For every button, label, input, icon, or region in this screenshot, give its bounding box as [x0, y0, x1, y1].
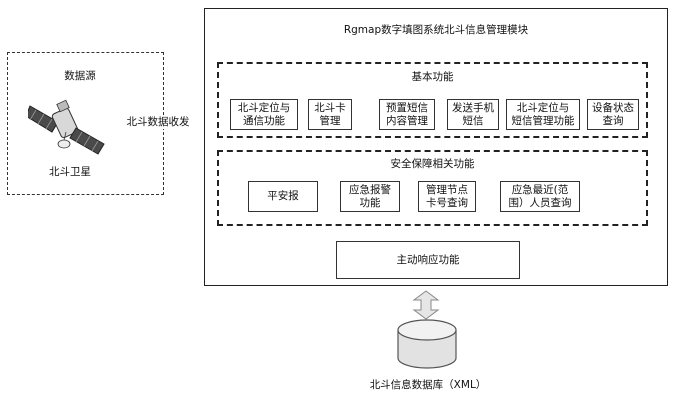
module-title: Rgmap数字填图系统北斗信息管理模块	[343, 24, 529, 36]
basic-function-box: 发送手机 短信	[447, 99, 499, 130]
security-functions-group	[217, 150, 648, 226]
double-arrow-icon	[412, 290, 440, 320]
security-function-box: 平安报	[248, 181, 318, 212]
basic-function-box: 北斗定位与 短信管理功能	[506, 99, 580, 130]
database-label: 北斗信息数据库（XML）	[369, 379, 487, 391]
basic-functions-group	[217, 62, 648, 138]
database-icon	[397, 319, 457, 369]
security-function-box: 应急最近(范 围）人员查询	[500, 181, 580, 212]
security-function-box: 应急报警 功能	[340, 181, 400, 212]
data-source-title: 数据源	[64, 70, 96, 82]
basic-function-box: 北斗卡 管理	[308, 99, 352, 130]
basic-function-box: 设备状态 查询	[587, 99, 639, 130]
beidou-link-label: 北斗数据收发	[120, 116, 196, 129]
satellite-label: 北斗卫星	[49, 166, 91, 178]
module-panel	[204, 8, 668, 286]
basic-functions-title: 基本功能	[411, 71, 454, 83]
security-functions-title: 安全保障相关功能	[390, 158, 475, 170]
satellite-icon	[28, 99, 105, 155]
basic-function-box: 北斗定位与 通信功能	[230, 99, 298, 130]
security-function-box: 管理节点 卡号查询	[418, 181, 476, 212]
active-response-box: 主动响应功能	[336, 241, 520, 279]
basic-function-box: 预置短信 内容管理	[379, 99, 435, 130]
